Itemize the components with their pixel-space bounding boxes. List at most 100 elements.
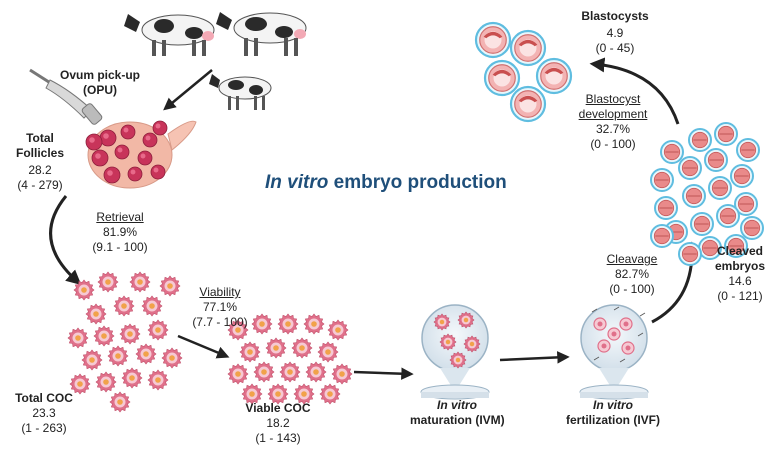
cleaved-embryo xyxy=(688,128,712,152)
follicles-value: 28.2 xyxy=(28,163,52,177)
coc-cell xyxy=(463,335,481,353)
coc-cell xyxy=(251,313,273,335)
cleaved-embryo xyxy=(714,122,738,146)
coc-cell xyxy=(95,371,117,393)
follicles-name2: Follicles xyxy=(15,146,65,160)
viable-coc-range: (1 - 143) xyxy=(255,431,301,445)
coc-cell xyxy=(113,295,135,317)
viable-coc-name: Viable COC xyxy=(245,401,311,415)
coc-cell xyxy=(73,279,95,301)
cow-illustration-3 xyxy=(209,74,272,110)
cleaved-embryo xyxy=(736,138,760,162)
blastocysts-name: Blastocysts xyxy=(581,9,649,23)
cleavage-range: (0 - 100) xyxy=(609,282,655,296)
cleaved-label: Cleaved embryos 14.6 (0 - 121) xyxy=(704,244,776,304)
total-coc-label: Total COC 23.3 (1 - 263) xyxy=(4,391,84,436)
blast-dev-label: Blastocyst development 32.7% (0 - 100) xyxy=(568,92,658,152)
blast-dev-title2: development xyxy=(578,107,648,121)
total-coc-value: 23.3 xyxy=(32,406,56,420)
cleaved-embryo xyxy=(708,176,732,200)
retrieval-range: (9.1 - 100) xyxy=(92,240,148,254)
coc-cell xyxy=(439,333,457,351)
cleavage-title: Cleavage xyxy=(606,252,658,266)
coc-cell xyxy=(291,337,313,359)
retrieval-pct: 81.9% xyxy=(102,225,138,239)
cleaved-embryo xyxy=(660,140,684,164)
follicle xyxy=(114,144,130,160)
cleavage-pct: 82.7% xyxy=(614,267,650,281)
viable-coc-cluster xyxy=(227,313,353,405)
total-coc-cluster xyxy=(67,271,183,413)
ivf-label: In vitro fertilization (IVF) xyxy=(558,398,668,428)
follicle-highlight xyxy=(107,170,113,176)
follicle-highlight xyxy=(130,169,136,175)
coc-cell xyxy=(227,363,249,385)
cleaved-name2: embryos xyxy=(714,259,766,273)
viability-title: Viability xyxy=(199,285,241,299)
follicle-highlight xyxy=(95,153,101,159)
coc-cell xyxy=(159,275,181,297)
blastocyst xyxy=(535,57,573,95)
blastocysts-label: Blastocysts 4.9 (0 - 45) xyxy=(575,9,655,56)
coc-cell xyxy=(279,361,301,383)
coc-cell xyxy=(85,303,107,325)
coc-cell xyxy=(305,361,327,383)
coc-cell xyxy=(293,383,315,405)
opu-label: Ovum pick-up (OPU) xyxy=(60,68,140,98)
cleaved-value: 14.6 xyxy=(728,274,752,288)
sperm-cell xyxy=(639,312,646,317)
viability-pct: 77.1% xyxy=(202,300,238,314)
sperm-cell xyxy=(637,332,644,337)
total-coc-range: (1 - 263) xyxy=(21,421,67,435)
ivm-rest: maturation (IVM) xyxy=(410,413,505,427)
coc-cell xyxy=(129,271,151,293)
blast-dev-pct: 32.7% xyxy=(595,122,631,136)
coc-cell xyxy=(135,343,157,365)
cleaved-embryo xyxy=(682,184,706,208)
sperm-cell xyxy=(619,358,626,363)
viable-coc-label: Viable COC 18.2 (1 - 143) xyxy=(238,401,318,446)
cleaved-embryo xyxy=(724,234,748,258)
oocyte-nucleus xyxy=(623,321,629,327)
coc-cell xyxy=(109,391,131,413)
follicle xyxy=(127,166,143,182)
coc-cell xyxy=(239,341,261,363)
blastocyst xyxy=(509,85,547,123)
arrow-retrieval xyxy=(49,195,82,285)
follicle xyxy=(99,129,117,147)
cleaved-embryo xyxy=(716,204,740,228)
opu-line2: (OPU) xyxy=(83,83,117,97)
follicle xyxy=(120,124,136,140)
viability-range: (7.7 - 100) xyxy=(192,315,248,329)
follicle-highlight xyxy=(155,123,161,129)
follicle xyxy=(103,166,121,184)
blastocysts-value: 4.9 xyxy=(606,26,624,40)
cow-illustration-1 xyxy=(124,14,215,56)
coc-cell xyxy=(67,327,89,349)
ovary-follicles-illustration xyxy=(85,120,197,189)
retrieval-label: Retrieval 81.9% (9.1 - 100) xyxy=(80,210,160,255)
ivf-dish-icon xyxy=(579,304,649,400)
coc-cell xyxy=(161,347,183,369)
ivm-label: In vitro maturation (IVM) xyxy=(410,398,505,428)
blastocyst xyxy=(474,21,512,59)
arrow-blastocyst-development xyxy=(589,57,680,125)
opu-line1: Ovum pick-up xyxy=(60,68,141,82)
follicle-highlight xyxy=(103,133,109,139)
coc-cell xyxy=(449,351,467,369)
follicle xyxy=(152,120,168,136)
follicle-highlight xyxy=(153,167,159,173)
sperm-cell xyxy=(593,356,600,361)
cleaved-embryo xyxy=(654,196,678,220)
blastocysts-range: (0 - 45) xyxy=(595,41,635,55)
arrow-cow-to-ovary xyxy=(163,69,213,111)
arrow-viability xyxy=(177,334,230,359)
follicle xyxy=(91,149,109,167)
viable-coc-value: 18.2 xyxy=(266,416,290,430)
coc-cell xyxy=(317,341,339,363)
coc-cell xyxy=(277,313,299,335)
cleaved-embryo xyxy=(650,224,674,248)
ultrasound-probe-icon xyxy=(29,68,103,125)
cow-illustration-2 xyxy=(216,12,307,56)
